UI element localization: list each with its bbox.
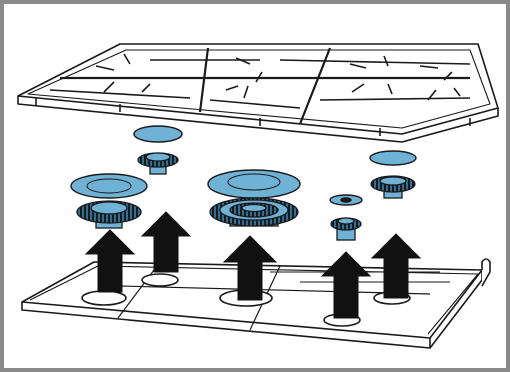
hob-channel [117,261,161,319]
grid-finger [95,53,151,93]
hob-rim [29,265,479,335]
burner-cap-medium-inner [86,178,132,194]
burner-cap-medium [70,173,148,199]
burner-crown-small [137,152,179,175]
burner-seat [81,290,127,306]
grid-front-edge [17,96,499,143]
burner-crowns [76,152,416,241]
burner-crown-tiny [330,217,362,241]
burner-cap-small [369,150,417,166]
assembly-arrow [320,251,372,319]
grid-bar [279,59,471,65]
burner-cap-large-inner [227,173,281,191]
grid-outer-frame [17,43,499,135]
grid-inner-frame [27,49,491,129]
grid-bar [49,89,191,99]
burner-crown-right [370,175,416,199]
burner-cap-small [133,125,183,143]
burner-cap-tiny-center [340,197,352,203]
hob-front-edge [21,302,431,349]
burner-crown-left [76,200,142,229]
grid-foot [35,98,471,136]
assembly-arrow [222,235,278,301]
grid-finger [225,57,263,99]
grid-bar [209,99,301,109]
assembly-arrows [84,211,422,319]
assembly-arrow [84,229,136,293]
grid-finger [419,65,461,101]
burner-seat [141,273,179,287]
hob-channel [119,285,431,295]
assembly-arrow [370,233,422,299]
hob-back-upstand [481,258,491,287]
grid-finger [349,55,393,95]
assembly-arrow [140,211,192,273]
burner-caps [70,125,417,206]
burner-crown-large [209,197,299,227]
grid-bar [319,97,471,101]
grid-bar [198,47,210,113]
pan-support-grid [17,43,499,143]
